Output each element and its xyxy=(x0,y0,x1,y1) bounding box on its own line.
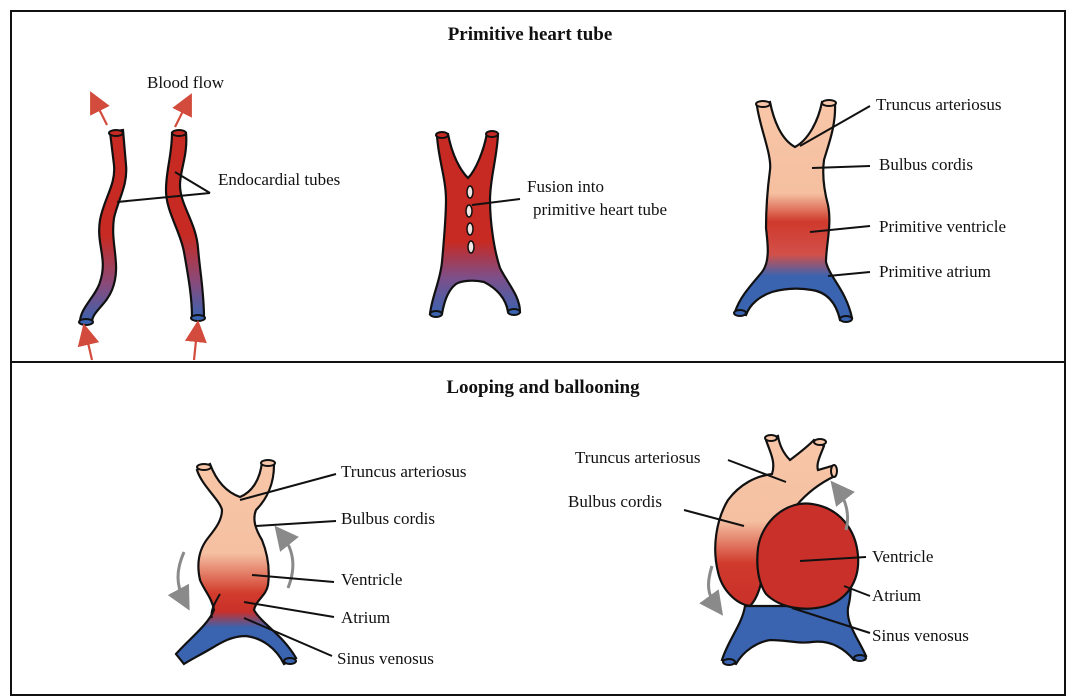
truncus-label-ballooning: Truncus arteriosus xyxy=(575,448,700,467)
primitive-ventricle-label: Primitive ventricle xyxy=(879,217,1006,236)
ballooning-top-left-opening xyxy=(765,435,777,441)
ventricle-label-ballooning: Ventricle xyxy=(872,547,933,566)
truncus-label-loop: Truncus arteriosus xyxy=(341,462,466,481)
primitive-tube-bottom-right-opening xyxy=(840,316,852,322)
atrium-label-loop: Atrium xyxy=(341,608,390,627)
left-tube-top-opening xyxy=(109,130,123,136)
fused-tube-bottom-left-opening xyxy=(430,311,442,317)
looping-bottom-right-opening xyxy=(284,658,296,664)
blood-flow-arrow-in-left xyxy=(86,334,92,360)
sinus-venosus-label-ballooning: Sinus venosus xyxy=(872,626,969,645)
primitive-heart-tube xyxy=(735,102,852,320)
blood-flow-label: Blood flow xyxy=(147,73,225,92)
ballooning-ventricle xyxy=(757,503,858,608)
ballooning-bottom-right-opening xyxy=(854,655,866,661)
fusion-group: Fusion into primitive heart tube xyxy=(430,131,667,317)
ballooning-side-opening xyxy=(831,465,837,477)
fusion-label-line2: primitive heart tube xyxy=(533,200,667,219)
ballooning-top-right-opening xyxy=(814,439,826,445)
looping-top-left-opening xyxy=(197,464,211,470)
fusion-label-line1: Fusion into xyxy=(527,177,604,196)
left-tube-bottom-opening xyxy=(79,319,93,325)
bottom-panel-title: Looping and ballooning xyxy=(446,377,640,398)
bulbus-label-top: Bulbus cordis xyxy=(879,155,973,174)
looping-top-right-opening xyxy=(261,460,275,466)
primitive-atrium-leader xyxy=(828,272,870,276)
ballooning-bottom-left-opening xyxy=(723,659,735,665)
left-endocardial-tube xyxy=(80,130,126,322)
fused-tube-bottom-right-opening xyxy=(508,309,520,315)
ventricle-label-loop: Ventricle xyxy=(341,570,402,589)
rotation-arrow-right xyxy=(282,535,293,588)
rotation-arrow-ballooning-left xyxy=(709,566,716,606)
bulbus-label-ballooning: Bulbus cordis xyxy=(568,492,662,511)
primitive-tube-top-left-opening xyxy=(756,101,770,107)
rotation-arrow-left xyxy=(178,552,184,600)
primitive-tube-bottom-left-opening xyxy=(734,310,746,316)
primitive-heart-tube-group: Truncus arteriosus Bulbus cordis Primiti… xyxy=(734,95,1006,322)
atrium-label-ballooning: Atrium xyxy=(872,586,921,605)
primitive-tube-top-right-opening xyxy=(822,100,836,106)
ballooning-heart-group: Truncus arteriosus Bulbus cordis Ventric… xyxy=(568,435,969,665)
blood-flow-arrow-out-right xyxy=(175,103,187,127)
truncus-label-top: Truncus arteriosus xyxy=(876,95,1001,114)
looping-heart-group: Truncus arteriosus Bulbus cordis Ventric… xyxy=(176,460,466,668)
endocardial-tubes-group: Blood flow Endocardial tubes xyxy=(79,73,340,360)
fused-tube-top-left-opening xyxy=(436,132,448,138)
endocardial-tubes-label: Endocardial tubes xyxy=(218,170,340,189)
sinus-venosus-label-loop: Sinus venosus xyxy=(337,649,434,668)
right-tube-bottom-opening xyxy=(191,315,205,321)
top-panel-title: Primitive heart tube xyxy=(448,24,613,45)
primitive-atrium-label: Primitive atrium xyxy=(879,262,991,281)
bulbus-leader-loop xyxy=(256,521,336,526)
endocardial-leader-left xyxy=(117,193,210,202)
fused-heart-tube xyxy=(430,133,520,314)
blood-flow-arrow-out-left xyxy=(95,101,107,125)
right-tube-top-opening xyxy=(172,130,186,136)
fused-tube-top-right-opening xyxy=(486,131,498,137)
bottom-panel-frame xyxy=(11,362,1065,695)
bulbus-label-loop: Bulbus cordis xyxy=(341,509,435,528)
blood-flow-arrow-in-right xyxy=(194,331,197,360)
right-endocardial-tube xyxy=(166,133,204,318)
